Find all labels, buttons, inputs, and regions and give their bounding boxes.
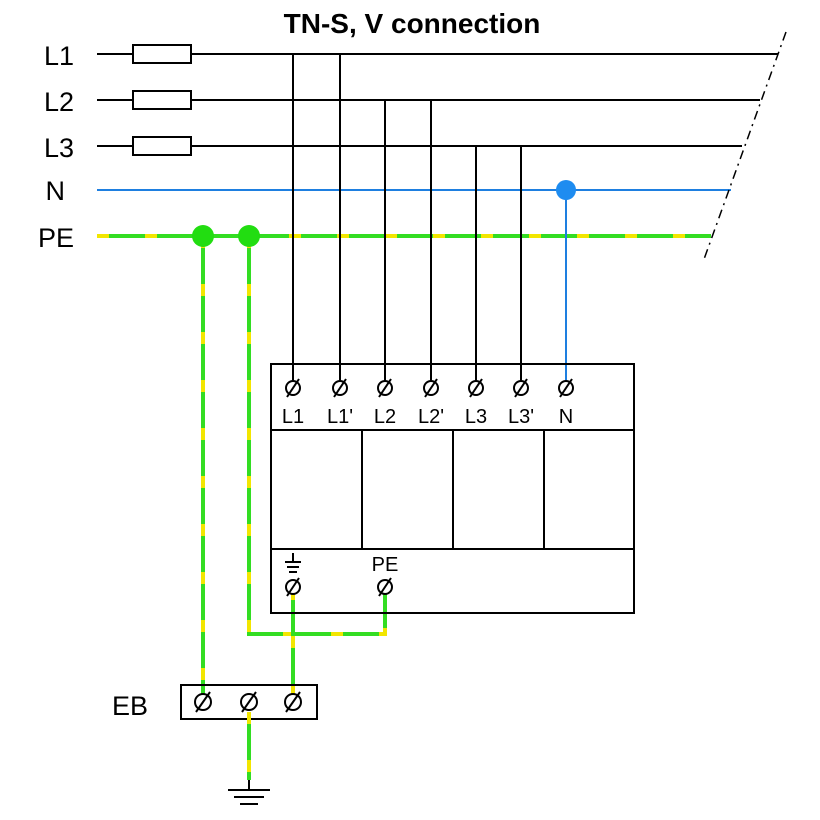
label-n: N: [46, 176, 66, 206]
svg-text:N: N: [559, 406, 573, 428]
terminal-earth: [285, 553, 301, 597]
protection-module-4: [545, 431, 633, 548]
fuse-l1: [132, 44, 192, 64]
terminal-l2: L2: [374, 378, 396, 428]
eb-terminal-1: [194, 691, 212, 713]
label-l2: L2: [44, 87, 74, 117]
label-pe: PE: [38, 223, 74, 253]
fuse-l3: [132, 136, 192, 156]
wire-l2-to-terminal-l2prime: [430, 99, 760, 381]
earth-icon: [285, 553, 301, 573]
svg-text:PE: PE: [372, 554, 399, 576]
terminal-n: N: [558, 378, 574, 428]
terminal-pe: PE: [372, 554, 399, 597]
diagram-title: TN-S, V connection: [284, 8, 541, 39]
label-l3: L3: [44, 133, 74, 163]
protection-module-1: [272, 431, 361, 548]
pe-junction-dot-1: [192, 225, 214, 247]
svg-text:L2: L2: [374, 406, 396, 428]
spd-device: [270, 363, 635, 614]
svg-text:L3': L3': [508, 406, 534, 428]
pe-drop-to-device: [247, 236, 387, 636]
fuse-l2: [132, 90, 192, 110]
earth-ground-icon: [228, 780, 270, 805]
device-outline: [270, 363, 635, 614]
pe-junction-dot-2: [238, 225, 260, 247]
wire-l1-to-terminal-l1prime: [339, 53, 778, 381]
terminal-l1-prime: L1': [327, 378, 353, 428]
terminal-l2-prime: L2': [418, 378, 444, 428]
terminal-l3: L3: [465, 378, 487, 428]
protection-module-2: [363, 431, 452, 548]
eb-terminal-3: [284, 691, 302, 713]
svg-text:L1: L1: [282, 406, 304, 428]
svg-text:L2': L2': [418, 406, 444, 428]
cut-line: [702, 31, 787, 263]
label-l1: L1: [44, 41, 74, 71]
neutral-junction-dot: [556, 180, 576, 200]
terminal-l3-prime: L3': [508, 378, 534, 428]
svg-text:L1': L1': [327, 406, 353, 428]
wire-l3-to-terminal-l3prime: [520, 145, 742, 381]
terminal-l1: L1: [282, 378, 304, 428]
eb-label: EB: [112, 691, 148, 721]
protection-module-3: [454, 431, 543, 548]
eb-terminal-2: [240, 691, 258, 713]
svg-text:L3: L3: [465, 406, 487, 428]
